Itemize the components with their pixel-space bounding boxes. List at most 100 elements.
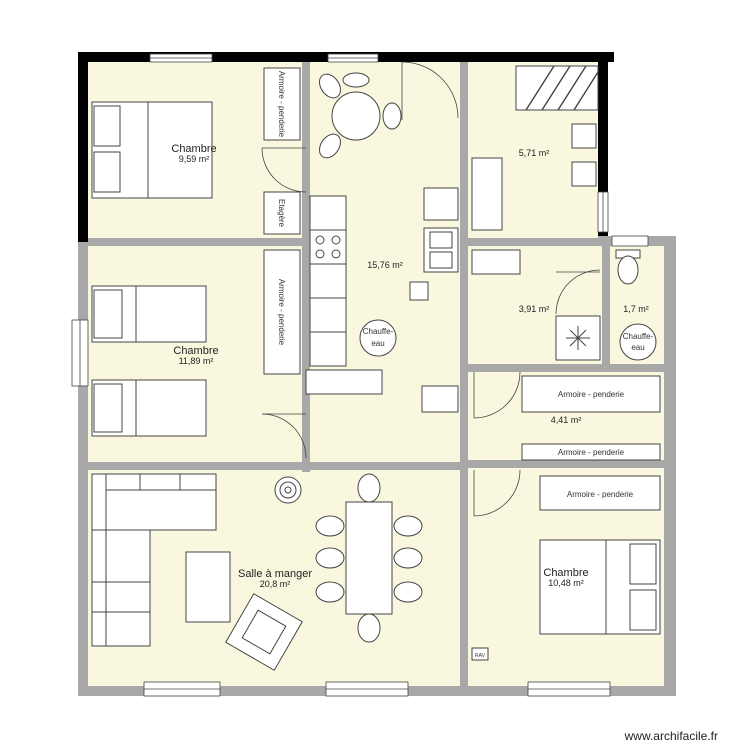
chauffe-eau-label-2b: eau [631, 343, 644, 352]
door-chambre-3 [473, 469, 521, 517]
bin [409, 281, 429, 301]
burner [315, 249, 325, 259]
small-unit [263, 191, 301, 235]
wall-right-upper [598, 52, 608, 242]
window-salle-de-bain [597, 191, 609, 233]
room-area-chambre-1: 9,59 m² [179, 154, 210, 164]
cabinet-low [421, 385, 459, 413]
armoire-couloir-2 [521, 443, 661, 461]
socket-label: RAV [475, 653, 486, 659]
socket [471, 647, 489, 661]
pillow [93, 151, 121, 193]
dining-chair [357, 613, 381, 643]
small-unit-label: Etagère [277, 199, 286, 228]
armoire-chambre-1 [263, 67, 301, 141]
armchair [225, 593, 303, 671]
window-chambre-1 [149, 53, 213, 63]
dryer [471, 249, 521, 275]
counter-cabinet [309, 263, 347, 299]
room-area-buanderie: 3,91 m² [519, 304, 550, 314]
dining-chair [393, 547, 423, 569]
furniture-chambre-1 [91, 67, 301, 235]
armoire-label-1: Armoire - penderie [277, 71, 286, 138]
armoire-label-2: Armoire - penderie [277, 279, 286, 346]
room-area-chambre-2: 11,89 m² [179, 356, 214, 366]
room-area-chambre-3: 10,48 m² [548, 578, 584, 588]
furniture-couloir [521, 375, 661, 461]
doors [261, 61, 601, 517]
dining-chair [393, 581, 423, 603]
fridge [423, 187, 459, 221]
windows [71, 53, 649, 697]
dining-chair [315, 581, 345, 603]
inner-walls [88, 62, 668, 692]
wall-left-upper [78, 52, 88, 242]
pillow [93, 289, 123, 339]
furniture-chambre-2 [91, 249, 301, 437]
window-chambre-3 [527, 681, 611, 697]
sink-basin [429, 251, 453, 269]
room-name-chambre-2: Chambre [173, 345, 218, 357]
armoire-label-4: Armoire - penderie [558, 448, 625, 457]
door-chambre-2 [261, 413, 307, 459]
wall-top-right [464, 52, 614, 62]
cooktop [309, 229, 347, 265]
armoire-chambre-3 [539, 475, 661, 511]
furniture-cuisine [305, 72, 459, 413]
chauffe-eau-label-1: Chauffe- [363, 327, 394, 336]
shower [515, 65, 599, 111]
watermark: www.archifacile.fr [624, 729, 718, 743]
wall-buanderie-wc [602, 242, 610, 368]
dining-chair [393, 515, 423, 537]
floor-lamp [274, 476, 302, 504]
furniture-salle-de-bain [471, 65, 599, 231]
counter-bench [305, 369, 383, 395]
chauffe-eau-1 [359, 319, 397, 357]
wall-buanderie-couloir [464, 364, 668, 372]
counter-top-1 [309, 195, 347, 231]
sink-1 [571, 123, 597, 149]
window-salon-2 [325, 681, 409, 697]
dining-chair [357, 473, 381, 503]
pillow [629, 589, 657, 631]
wall-left-lower [78, 242, 88, 696]
sink-basin [429, 231, 453, 249]
wall-kitchen-east [460, 62, 468, 692]
pillow [93, 383, 123, 433]
armoire-couloir-1 [521, 375, 661, 413]
room-area-salle-a-manger: 20,8 m² [260, 579, 291, 589]
room-labels: Chambre 9,59 m² Chambre 11,89 m² 15,76 m… [171, 143, 648, 589]
pillow [93, 105, 121, 147]
window-wc [611, 235, 649, 247]
furniture-salle-a-manger [91, 473, 423, 671]
armoire-label-3: Armoire - penderie [558, 390, 625, 399]
burner [331, 235, 341, 245]
room-area-salle-de-bain: 5,71 m² [519, 148, 550, 158]
door-cuisine-entree [401, 61, 459, 120]
door-couloir [473, 371, 521, 419]
furniture-chambre-3 [471, 475, 661, 661]
dining-chair [315, 547, 345, 569]
door-chambre-1 [261, 147, 307, 193]
wall-ch-kitchen [302, 62, 310, 472]
wall-right-lower [664, 236, 676, 696]
room-area-cuisine: 15,76 m² [367, 260, 403, 270]
chauffe-eau-2 [619, 323, 657, 361]
room-name-chambre-3: Chambre [543, 567, 588, 579]
boiler-unit [555, 315, 601, 361]
wall-top-left [78, 52, 478, 62]
armoire-chambre-2 [263, 249, 301, 375]
chauffe-eau-label-1b: eau [371, 339, 384, 348]
armoire-label-5: Armoire - penderie [567, 490, 634, 499]
furniture-buanderie [471, 249, 601, 361]
wall-ch2-salon [88, 462, 464, 470]
room-name-chambre-1: Chambre [171, 143, 216, 155]
washing-machine [471, 157, 503, 231]
snowflake-icon [566, 326, 590, 350]
room-area-couloir: 4,41 m² [551, 415, 582, 425]
dining-table [345, 501, 393, 615]
burner [331, 249, 341, 259]
window-chambre-2-side [71, 319, 89, 387]
furniture-wc [615, 249, 657, 361]
